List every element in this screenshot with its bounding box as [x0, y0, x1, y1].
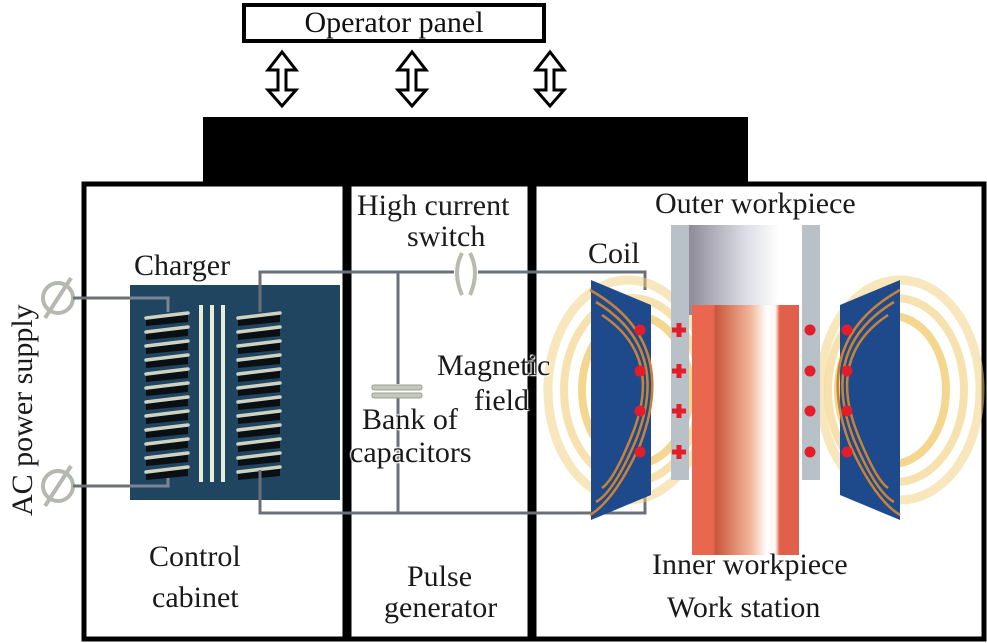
winding-turn-shadow [146, 328, 188, 340]
winding-turn [236, 437, 282, 446]
work-station-label: Work station [667, 591, 821, 624]
outer-workpiece [671, 225, 820, 480]
charger-transformer [130, 285, 340, 500]
pulse-generator-label-line2: generator [384, 591, 498, 624]
winding-turn [236, 325, 282, 334]
operator-panel: Operator panel [242, 3, 546, 43]
winding-turn [236, 353, 282, 362]
current-dot-icon [804, 446, 816, 458]
winding-turn-shadow [146, 356, 188, 368]
winding-turn [236, 451, 282, 460]
winding-turn [236, 311, 282, 320]
current-dot-icon [804, 365, 816, 377]
winding-turn [236, 339, 282, 348]
current-dot-icon [841, 324, 853, 336]
winding-turn-shadow [238, 342, 280, 354]
winding-turn-shadow [238, 356, 280, 368]
winding-turn [144, 353, 190, 362]
current-dot-icon [841, 446, 853, 458]
inner-workpiece-label: Inner workpiece [652, 548, 848, 581]
high-current-switch-label-line2: switch [407, 220, 486, 253]
outer-workpiece-label: Outer workpiece [655, 187, 856, 220]
coil-label: Coil [588, 237, 640, 270]
winding-turn [144, 451, 190, 460]
winding-turn [144, 409, 190, 418]
winding-turn [236, 367, 282, 376]
current-dot-icon [841, 405, 853, 417]
winding-turn [144, 311, 190, 320]
coil-windings-left [589, 288, 654, 517]
current-dot-icon [804, 324, 816, 336]
winding-turn-shadow [238, 384, 280, 396]
current-dot-icon [634, 405, 646, 417]
winding-turn [144, 395, 190, 404]
pulse-generator-label-line1: Pulse [407, 560, 473, 593]
winding-turn [144, 423, 190, 432]
winding-turn-shadow [146, 370, 188, 382]
coil-windings-right [836, 288, 901, 517]
wire [258, 470, 647, 515]
winding-turn-shadow [238, 328, 280, 340]
ac-power-supply-label: AC power supply [6, 304, 39, 516]
ac-terminal-icon [41, 276, 75, 320]
current-dot-icon [634, 365, 646, 377]
winding-turn [144, 325, 190, 334]
operator-panel-label: Operator panel [304, 6, 484, 39]
ac-terminal-icon [41, 464, 75, 508]
current-dot-icon [634, 446, 646, 458]
inner-workpiece [692, 305, 799, 555]
winding-turn [236, 381, 282, 390]
winding-turn [144, 465, 190, 474]
winding-turn-shadow [146, 412, 188, 424]
winding-turn-shadow [146, 454, 188, 466]
winding-turn [236, 465, 282, 474]
double-arrow-icon [532, 49, 568, 109]
magnetic-field-label-line2: field [474, 384, 529, 417]
high-current-switch-label-line1: High current [357, 189, 510, 222]
bank-of-capacitors-label-line2: capacitors [350, 436, 472, 469]
winding-turn [144, 367, 190, 376]
double-arrow-icon [394, 49, 430, 109]
control-cabinet-label-line1: Control [149, 540, 241, 573]
positive-charge-icon [672, 404, 686, 418]
winding-turn-shadow [238, 412, 280, 424]
controller-block [203, 117, 748, 182]
winding-turn-shadow [238, 440, 280, 452]
winding-turn [236, 395, 282, 404]
winding-turn [144, 381, 190, 390]
winding-turn-shadow [238, 370, 280, 382]
winding-turn-shadow [146, 426, 188, 438]
winding-turn [144, 437, 190, 446]
positive-charge-icon [672, 323, 686, 337]
winding-turn-shadow [238, 454, 280, 466]
winding-turn-shadow [238, 314, 280, 326]
winding-turn-shadow [146, 314, 188, 326]
winding-turn-shadow [146, 342, 188, 354]
winding-turn-shadow [238, 426, 280, 438]
current-dot-icon [841, 365, 853, 377]
winding-turn-shadow [146, 468, 188, 480]
winding-turn [236, 409, 282, 418]
winding-turn-shadow [146, 398, 188, 410]
capacitor-icon [371, 384, 423, 399]
control-cabinet-label-line2: cabinet [152, 581, 239, 614]
current-dot-icon [804, 405, 816, 417]
bank-of-capacitors-label-line1: Bank of [362, 403, 458, 436]
current-dot-icon [634, 324, 646, 336]
double-arrow-icon [264, 49, 300, 109]
winding-turn [144, 339, 190, 348]
magnetic-field-label-line1: Magnetic [437, 349, 551, 382]
positive-charge-icon [672, 445, 686, 459]
positive-charge-icon [672, 364, 686, 378]
spark-gap-switch-icon [454, 252, 478, 296]
winding-turn-shadow [238, 398, 280, 410]
charger-label: Charger [134, 249, 231, 282]
winding-turn-shadow [146, 440, 188, 452]
winding-turn-shadow [146, 384, 188, 396]
winding-turn [236, 423, 282, 432]
